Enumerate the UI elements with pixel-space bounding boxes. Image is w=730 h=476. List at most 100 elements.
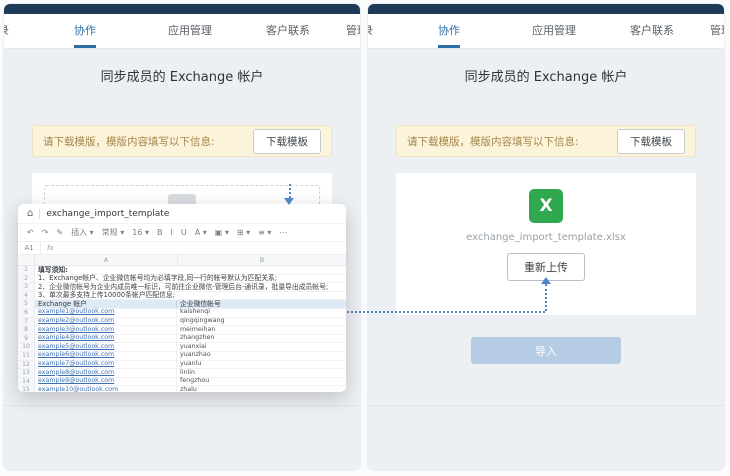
row-number[interactable]: 9 [18, 334, 35, 343]
tab-management-tools[interactable]: 管理工具 [710, 24, 724, 37]
window-top-bar [4, 4, 360, 14]
sheet-cell[interactable]: meimeihan [180, 325, 216, 333]
sheet-cell[interactable]: example2@outlook.com [35, 317, 177, 326]
import-button[interactable]: 导入 [471, 337, 621, 364]
sheet-cell[interactable]: example10@outlook.com [35, 385, 177, 392]
tab-contacts[interactable]: 通讯录 [4, 14, 9, 48]
redo-icon[interactable]: ↷ [41, 228, 49, 237]
flow-connector-horizontal [347, 311, 545, 313]
notice-text: 请下载模版，模版内容填写以下信息: [43, 135, 215, 148]
font-size-menu[interactable]: 16 ▾ [132, 228, 149, 237]
sheet-cell[interactable]: yuanlu [180, 360, 202, 368]
sheet-cell[interactable]: yuanxiai [180, 342, 207, 350]
sheet-cell[interactable]: qingqingwang [180, 317, 225, 325]
sheet-cell[interactable]: yuanzhao [180, 351, 211, 359]
panel-footer [368, 405, 724, 470]
sheet-window-title: exchange_import_template [46, 208, 170, 219]
row-number[interactable]: 13 [18, 369, 35, 377]
page-title: 同步成员的 Exchange 帐户 [464, 70, 628, 85]
sheet-cell[interactable]: example1@outlook.com [35, 308, 177, 318]
format-painter-icon[interactable]: ✎ [56, 228, 64, 237]
row-number[interactable]: 3 [18, 283, 35, 291]
sheet-cell[interactable]: example8@outlook.com [35, 368, 177, 378]
sheet-cell[interactable]: 填写须知: [38, 265, 68, 274]
sheet-cell[interactable]: example7@outlook.com [35, 360, 177, 369]
arrow-down-icon [284, 198, 294, 205]
row-number[interactable]: 11 [18, 351, 35, 360]
sheet-cell[interactable]: Exchange 帐户 [35, 299, 177, 309]
sheet-cell[interactable]: 企业微信帐号 [180, 299, 221, 308]
download-template-button[interactable]: 下载模板 [253, 128, 321, 154]
cell-name-box[interactable]: A1 [18, 242, 41, 254]
italic-icon[interactable]: I [170, 228, 173, 237]
sheet-cell[interactable]: zhalu [180, 385, 197, 392]
window-top-bar [368, 4, 724, 14]
tab-app-management[interactable]: 应用管理 [532, 24, 576, 37]
nav-tabs: 通讯录 协作 应用管理 客户联系 管理工具 [368, 14, 724, 49]
bold-icon[interactable]: B [156, 228, 163, 237]
undo-icon[interactable]: ↶ [27, 228, 34, 237]
row-number[interactable]: 1 [18, 266, 35, 274]
nav-tabs: 通讯录 协作 应用管理 客户联系 管理工具 [4, 14, 360, 49]
column-headers: A B [18, 255, 346, 266]
tab-contacts[interactable]: 通讯录 [368, 14, 373, 48]
sheet-cell[interactable]: zhangzhen [180, 334, 215, 342]
sheet-cell[interactable]: example5@outlook.com [35, 342, 177, 352]
column-header-a[interactable]: A [35, 255, 178, 265]
row-number[interactable]: 10 [18, 343, 35, 351]
font-color-icon[interactable]: A ▾ [194, 228, 207, 237]
row-number[interactable]: 6 [18, 308, 35, 317]
row-number[interactable]: 15 [18, 386, 35, 392]
sheet-cell[interactable]: 2、企业微信帐号为企业内成员唯一标识，可前往企业微信-管理后台-通讯录，批量导出… [38, 282, 329, 291]
reupload-button[interactable]: 重新上传 [507, 253, 585, 281]
uploaded-file-summary: X exchange_import_template.xlsx 重新上传 [396, 173, 696, 315]
number-format-menu[interactable]: 常规 ▾ [101, 228, 125, 237]
tab-collaboration[interactable]: 协作 [74, 14, 96, 48]
fill-color-icon[interactable]: ▣ ▾ [214, 228, 229, 237]
download-template-button[interactable]: 下载模板 [617, 128, 685, 154]
formula-bar: A1 fx [18, 242, 346, 255]
sheet-cell[interactable]: example9@outlook.com [35, 377, 177, 386]
title-divider [39, 208, 41, 219]
sheet-cell[interactable]: example6@outlook.com [35, 351, 177, 361]
sheet-cell[interactable]: kaishenqi [180, 308, 211, 316]
row-number[interactable]: 12 [18, 360, 35, 369]
row-number[interactable]: 5 [18, 300, 35, 308]
tab-collaboration[interactable]: 协作 [438, 14, 460, 48]
column-header-b[interactable]: B [259, 256, 265, 264]
sheet-cell[interactable]: example3@outlook.com [35, 325, 177, 335]
underline-icon[interactable]: U [180, 228, 187, 237]
insert-menu[interactable]: 插入 ▾ [71, 228, 94, 237]
sheet-cell[interactable]: 1、Exchange帐户、企业微信帐号均为必填字段,同一行的帐号默认为匹配关系; [38, 274, 278, 283]
arrow-up-icon [541, 277, 551, 284]
row-number[interactable]: 4 [18, 291, 35, 300]
sheet-cell[interactable]: 3、单次最多支持上传10000条帐户匹配信息; [38, 291, 175, 300]
tab-customer-contact[interactable]: 客户联系 [266, 24, 310, 37]
row-number[interactable]: 14 [18, 377, 35, 386]
align-icon[interactable]: ≡ ▾ [258, 228, 272, 237]
row-number[interactable]: 7 [18, 317, 35, 326]
sheet-cell[interactable]: linlin [180, 368, 195, 376]
sheet-cell[interactable]: fengzhou [180, 377, 210, 385]
select-all-corner[interactable] [18, 255, 35, 265]
download-template-notice: 请下载模版，模版内容填写以下信息: 下载模板 [32, 125, 332, 157]
tab-customer-contact[interactable]: 客户联系 [630, 24, 674, 37]
home-icon[interactable]: ⌂ [27, 208, 34, 219]
border-icon[interactable]: ⊞ ▾ [236, 228, 251, 237]
more-icon[interactable]: ⋯ [279, 228, 288, 237]
tab-app-management[interactable]: 应用管理 [168, 24, 212, 37]
row-number[interactable]: 2 [18, 274, 35, 283]
row-number[interactable]: 8 [18, 326, 35, 334]
tab-management-tools[interactable]: 管理工具 [346, 24, 360, 37]
sheet-cell[interactable]: example4@outlook.com [35, 334, 177, 343]
